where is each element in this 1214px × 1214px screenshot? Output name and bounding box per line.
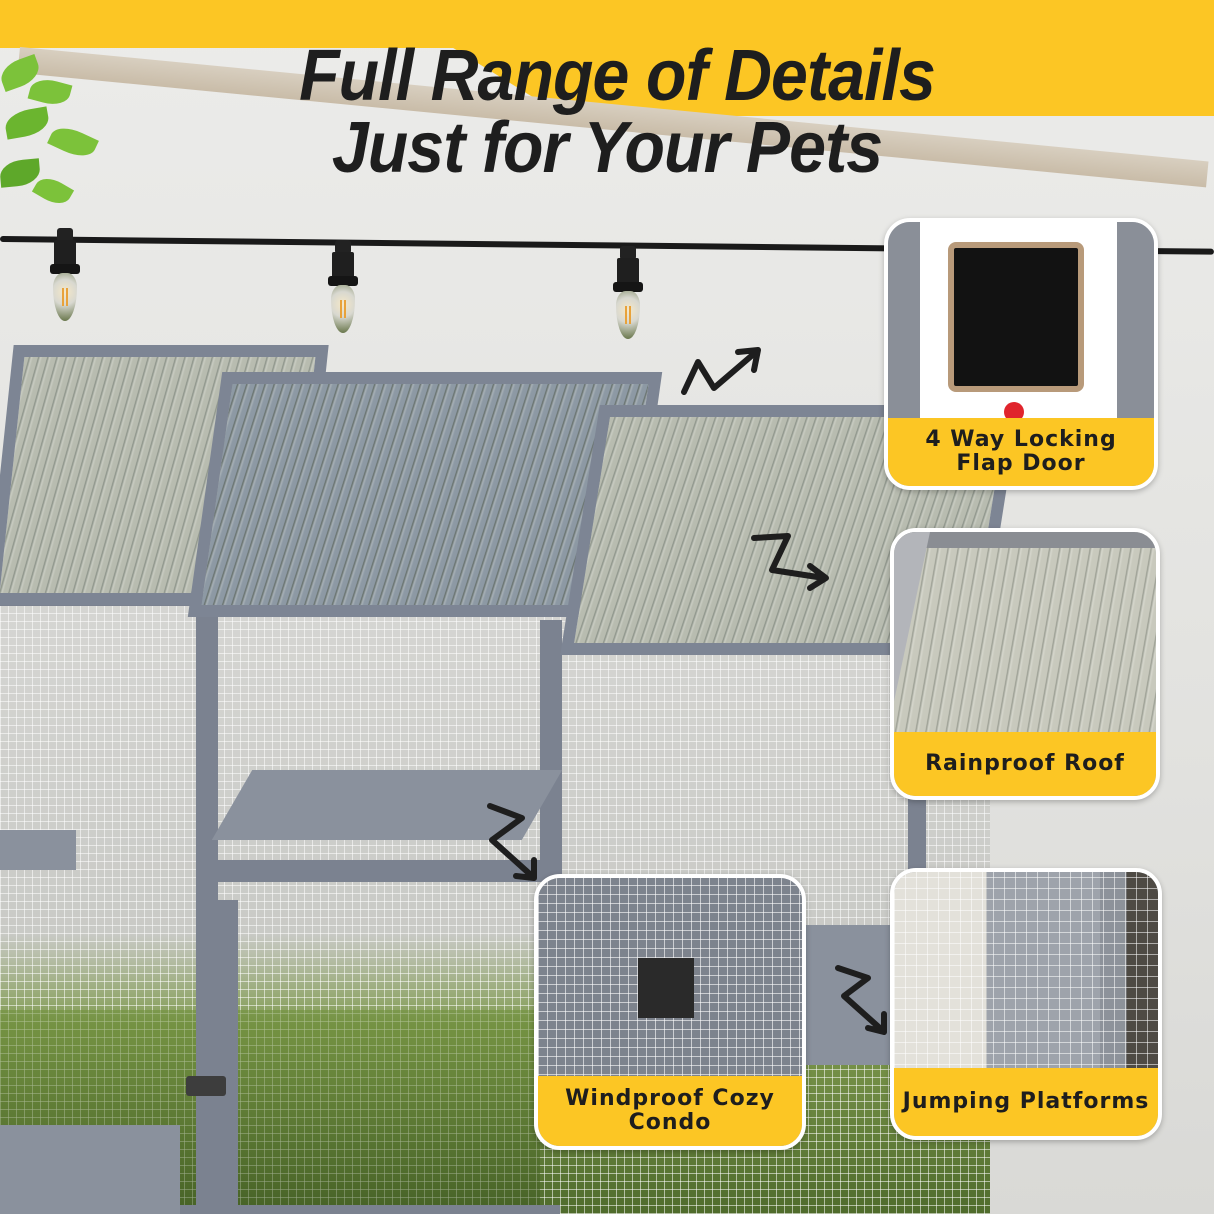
callout-label: Windproof Cozy Condo — [538, 1076, 802, 1146]
callout-jumping-platforms: Jumping Platforms — [890, 868, 1162, 1140]
platforms-photo — [894, 872, 1158, 1076]
frame-post — [540, 620, 562, 880]
frame-beam — [218, 860, 548, 882]
light-bulb-icon — [608, 246, 648, 356]
callout-label-line: Flap Door — [956, 451, 1086, 476]
callout-condo: Windproof Cozy Condo — [534, 874, 806, 1150]
callout-label-line: Condo — [628, 1110, 712, 1135]
page-title: Full Range of Details Just for Your Pets — [0, 40, 1214, 184]
frame-base — [0, 1205, 560, 1214]
title-line-1: Full Range of Details — [299, 36, 936, 116]
arrow-icon — [835, 965, 887, 1035]
jumping-platform — [0, 1125, 180, 1214]
callout-rainproof-roof: Rainproof Roof — [890, 528, 1160, 800]
frame-post — [196, 600, 218, 1214]
callout-label: 4 Way Locking Flap Door — [888, 418, 1154, 486]
light-bulb-icon — [45, 228, 85, 338]
arrow-icon — [681, 347, 761, 395]
callout-label-line: 4 Way Locking — [925, 427, 1117, 452]
title-line-2: Just for Your Pets — [331, 108, 883, 188]
arrow-icon — [487, 803, 537, 881]
roof-photo — [894, 532, 1156, 742]
callout-label-line: Jumping Platforms — [902, 1089, 1150, 1114]
flap-door-photo — [888, 222, 1154, 422]
yellow-banner — [0, 0, 1214, 48]
door-latch — [186, 1076, 226, 1096]
callout-flap-door: 4 Way Locking Flap Door — [884, 218, 1158, 490]
lock-dial-icon — [1004, 402, 1024, 422]
callout-label: Jumping Platforms — [894, 1068, 1158, 1136]
callout-label-line: Windproof Cozy — [565, 1086, 775, 1111]
arrow-icon — [751, 533, 829, 591]
condo-photo — [538, 878, 802, 1084]
callout-label-line: Rainproof Roof — [925, 751, 1125, 776]
jumping-platform — [0, 830, 76, 870]
light-bulb-icon — [323, 240, 363, 350]
callout-label: Rainproof Roof — [894, 732, 1156, 796]
door-frame — [218, 900, 238, 1214]
